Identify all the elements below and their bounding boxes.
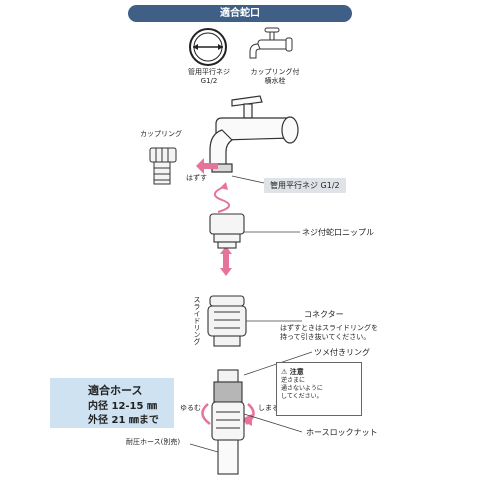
thread-label: 管用平行ネジ G1/2 (180, 68, 238, 86)
loosen-label: ゆるむ (180, 404, 201, 412)
hose-assembly (211, 369, 245, 475)
slide-ring-label: スライドリング (193, 296, 201, 345)
thread-label-line2: G1/2 (200, 77, 218, 85)
nipple-callout: ネジ付蛇口ニップル (302, 228, 374, 237)
faucet-type-label: カップリング付 横水栓 (244, 68, 306, 86)
remove-label: はずす (186, 174, 207, 182)
coupling-illustration (149, 147, 177, 185)
caution-line2: 通さないように (281, 385, 323, 392)
hose-spec-inner: 内径 12-15 ㎜ (88, 401, 157, 412)
caution-box: ⚠ 注意 逆さまに 通さないように してください。 (276, 362, 362, 416)
connector-note-2: 持って引き抜いてください。 (280, 333, 371, 341)
claw-ring-callout: ツメ付きリング (314, 348, 370, 357)
tighten-arrow (245, 403, 255, 426)
faucet-type-line1: カップリング付 (250, 68, 300, 76)
caution-line1: 逆さまに (281, 377, 306, 384)
header-banner: 適合蛇口 (128, 5, 352, 22)
thread-callout: 管用平行ネジ G1/2 (264, 178, 346, 193)
tighten-label: しまる (258, 404, 279, 412)
hose-spec-title: 適合ホース (88, 384, 143, 397)
hose-spec-box: 適合ホース 内径 12-15 ㎜ 外径 21 ㎜まで (50, 378, 174, 428)
hose-spec-outer: 外径 21 ㎜まで (88, 415, 159, 426)
caution-badge: ⚠ 注意 (281, 367, 304, 377)
coupling-label: カップリング (140, 130, 182, 138)
thread-size-icon (189, 28, 227, 66)
faucet-type-line2: 横水栓 (264, 77, 286, 85)
warning-icon: ⚠ (281, 368, 288, 376)
caution-badge-text: 注意 (289, 368, 304, 376)
connector-callout: コネクター (304, 310, 344, 319)
connector-illustration (207, 295, 247, 347)
small-faucet-icon (249, 27, 293, 59)
faucet-illustration (209, 95, 299, 173)
caution-text: 逆さまに 通さないように してください。 (281, 377, 323, 401)
nipple-illustration (209, 213, 245, 249)
hose-callout: 耐圧ホース(別売) (126, 438, 181, 446)
lock-nut-callout: ホースロックナット (306, 428, 378, 437)
caution-line3: してください。 (281, 393, 323, 400)
connector-note-1: はずすときはスライドリングを (280, 324, 378, 332)
loosen-arrow (201, 403, 211, 426)
thread-label-line1: 管用平行ネジ (188, 68, 230, 76)
